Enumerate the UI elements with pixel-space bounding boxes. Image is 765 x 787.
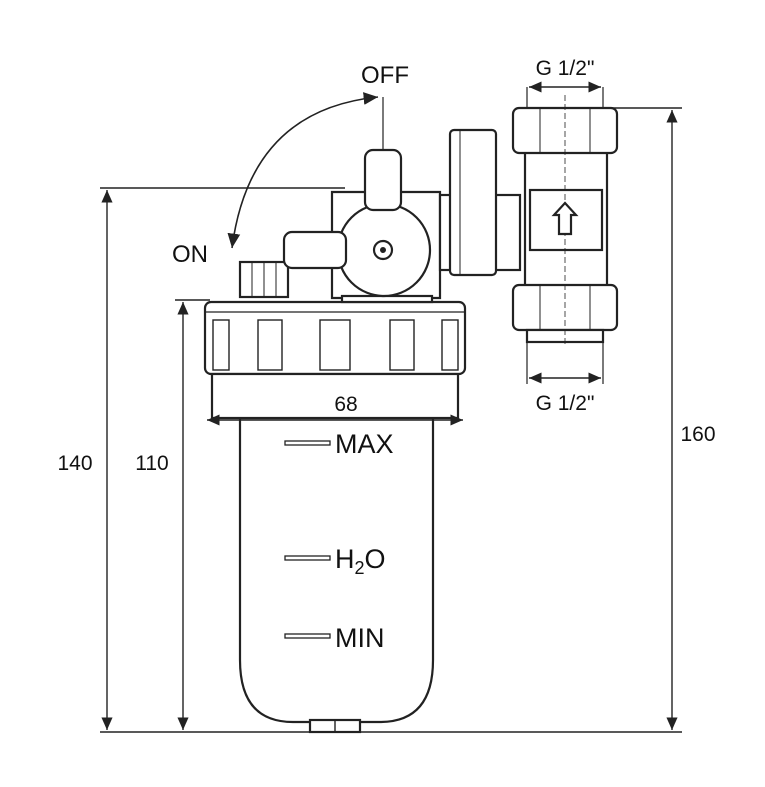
thread-top-label: G 1/2" — [536, 57, 595, 80]
level-min: MIN — [284, 623, 385, 653]
connector-pipe — [438, 128, 522, 277]
level-max: MAX — [284, 429, 394, 459]
thread-dim-top: G 1/2" — [526, 57, 604, 108]
thread-bottom-label: G 1/2" — [536, 392, 595, 415]
on-label: ON — [172, 241, 208, 268]
thread-dim-bottom: G 1/2" — [526, 342, 604, 415]
dim-68-label: 68 — [334, 393, 357, 416]
filter-bowl — [238, 416, 435, 734]
dim-140-label: 140 — [57, 452, 92, 475]
dimension-110: 110 — [135, 299, 210, 730]
level-h2o: H2O — [284, 544, 386, 578]
min-label: MIN — [335, 623, 385, 653]
dimension-68: 68 — [207, 393, 463, 426]
dimension-160: 160 — [605, 107, 716, 730]
rotation-arrow — [227, 92, 379, 249]
bowl-cap — [203, 300, 467, 420]
h2o-label: H2O — [335, 544, 386, 578]
flow-arrow-icon — [551, 201, 579, 236]
dim-160-label: 160 — [680, 423, 715, 446]
union-fitting — [511, 95, 619, 345]
max-label: MAX — [335, 429, 394, 459]
dim-110-label: 110 — [135, 452, 168, 475]
off-label: OFF — [361, 62, 409, 89]
